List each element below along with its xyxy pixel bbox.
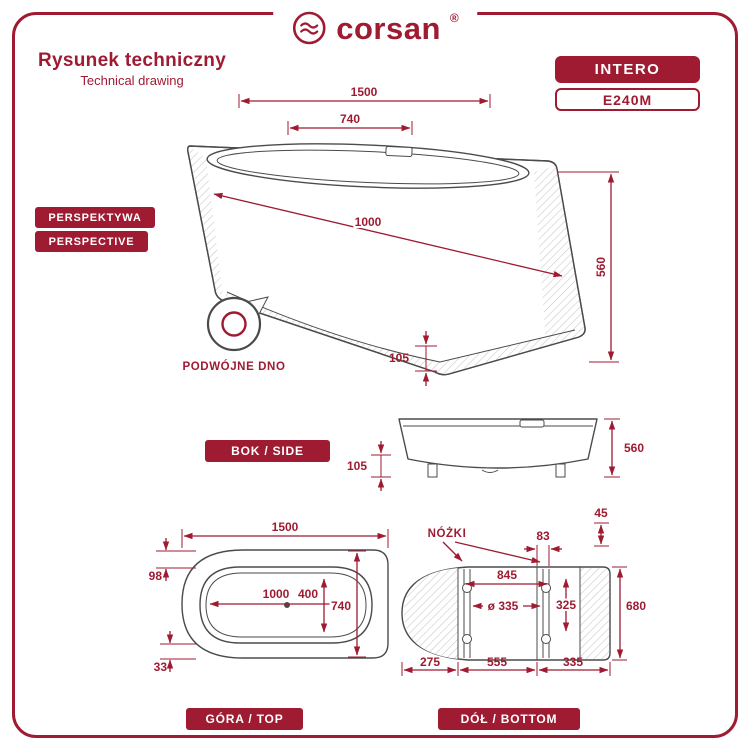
bottom-view: NÓŻKI 83 45 845 [401,506,646,676]
svg-text:105: 105 [347,459,367,473]
svg-text:83: 83 [536,529,550,543]
svg-text:555: 555 [487,655,507,669]
perspective-view: 1500 740 1000 560 [182,85,619,386]
svg-text:400: 400 [298,587,318,601]
svg-text:NÓŻKI: NÓŻKI [428,527,467,540]
foot [462,583,472,593]
dim-bottom-83: 83 [524,529,562,566]
label-perspective: PERSPECTIVE [35,231,148,252]
dim-bottom-drain-335: ø 335 [472,597,541,615]
label-perspektywa: PERSPEKTYWA [35,207,155,228]
label-top-view: GÓRA / TOP [186,708,303,730]
double-bottom-detail [221,311,247,337]
dim-perspective-1500: 1500 [238,85,491,108]
svg-text:740: 740 [340,112,360,126]
dim-top-1500: 1500 [181,520,389,548]
drain-hole [284,602,290,608]
svg-text:45: 45 [594,506,608,520]
svg-text:335: 335 [563,655,583,669]
page-subtitle: Technical drawing [80,73,184,88]
svg-text:ø 335: ø 335 [488,599,519,613]
svg-text:1000: 1000 [355,215,382,229]
dim-bottom-845: 845 [465,566,548,588]
brand-name: corsan [336,10,441,46]
dim-perspective-740: 740 [287,112,413,135]
page-title: Rysunek techniczny [38,50,227,71]
svg-text:1000: 1000 [263,587,290,601]
model-badge: E240M [555,88,700,111]
svg-text:1500: 1500 [272,520,299,534]
svg-text:680: 680 [626,599,646,613]
double-bottom-callout: PODWÓJNE DNO [182,296,285,373]
dim-top-740: 740 [329,550,366,658]
svg-text:560: 560 [624,441,644,455]
label-bottom-view: DÓŁ / BOTTOM [438,708,580,730]
double-bottom-label: PODWÓJNE DNO [182,360,285,373]
dim-side-105: 105 [347,441,391,491]
dim-perspective-105: 105 [389,331,437,386]
svg-text:325: 325 [556,598,576,612]
dim-top-33: 33 [154,631,196,674]
wave-icon [292,11,326,45]
title-block: Rysunek techniczny Technical drawing [38,50,226,88]
series-badge: INTERO [555,56,700,83]
registered-mark: ® [449,11,459,25]
dim-bottom-680: 680 [612,566,646,661]
top-view: 1500 98 33 1000 [149,520,389,674]
brand-logo: corsan ® [273,8,477,48]
overflow-drain [385,146,413,157]
feet-callout: NÓŻKI [428,527,541,564]
overflow-drain [519,419,545,428]
dim-perspective-1000: 1000 [213,192,563,278]
svg-text:1500: 1500 [351,85,378,99]
svg-text:845: 845 [497,568,517,582]
svg-text:560: 560 [594,257,608,277]
dim-bottom-45: 45 [594,506,609,547]
dim-top-1000: 1000 [209,585,343,608]
svg-text:98: 98 [149,569,163,583]
dim-top-400: 400 [296,578,328,633]
svg-text:740: 740 [331,599,351,613]
dim-bottom-widths: 275 555 335 [401,655,611,676]
label-side-view: BOK / SIDE [205,440,330,462]
side-view: 560 105 [347,418,644,491]
dim-bottom-325: 325 [554,578,578,632]
foot [427,463,438,478]
dim-top-98: 98 [149,538,196,583]
svg-text:33: 33 [154,660,168,674]
dim-side-560: 560 [604,418,644,478]
foot [541,583,551,593]
svg-text:275: 275 [420,655,440,669]
svg-text:105: 105 [389,351,409,365]
foot [541,634,551,644]
foot [555,463,566,478]
dim-perspective-560: 560 [558,171,619,363]
foot [462,634,472,644]
